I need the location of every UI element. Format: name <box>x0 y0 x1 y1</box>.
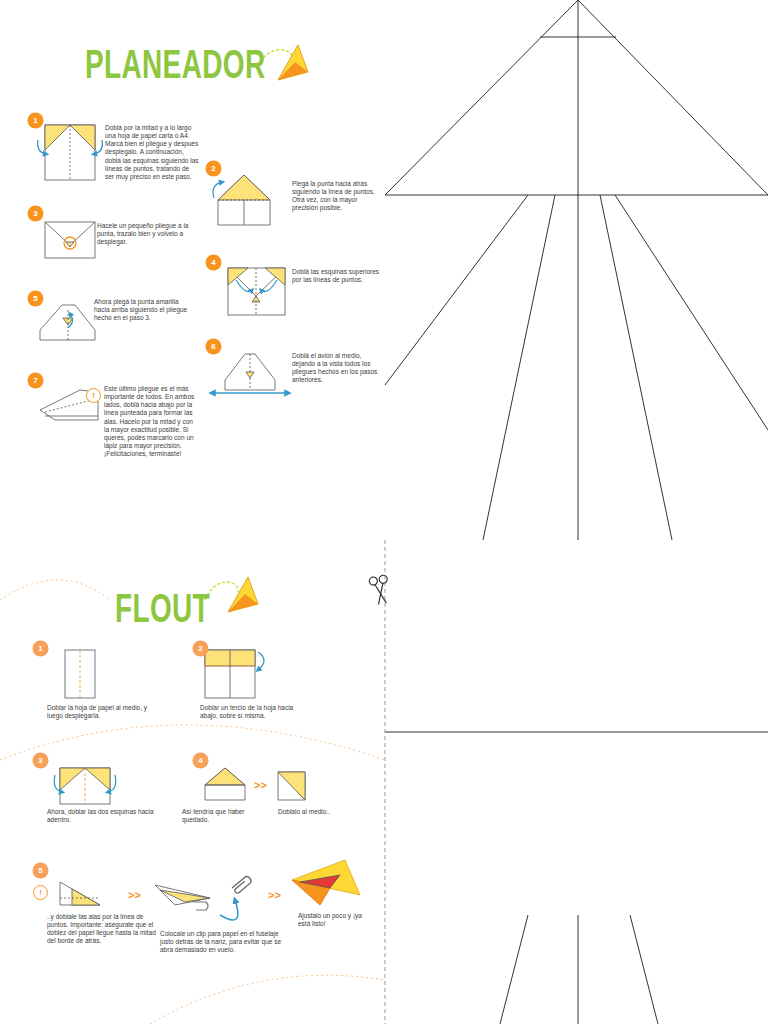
step-number-text: 7 <box>27 372 44 389</box>
step-circle-shape <box>33 753 49 769</box>
template-lines <box>385 0 768 1024</box>
step-circle-shape <box>206 161 222 177</box>
cut-line <box>385 540 386 1024</box>
step-number: 3 <box>32 752 49 769</box>
step-number: 2 <box>205 160 222 177</box>
step-number: 4 <box>192 752 209 769</box>
step-number-text: 5 <box>27 290 44 307</box>
step-number-text: 4 <box>205 254 222 271</box>
warning-mark: ! <box>33 885 48 900</box>
step-number-text: 2 <box>192 640 209 657</box>
instruction-text: Doblá las esquinas superiores por las lí… <box>292 268 384 284</box>
step-number: 5 <box>32 862 49 879</box>
step-circle-shape <box>206 339 222 355</box>
step-number: 3 <box>27 205 44 222</box>
arrow-mark: >> <box>128 890 141 901</box>
instruction-text: Doblalo al medio.. <box>278 808 358 816</box>
instruction-text: Ahora plegá la punta amarilla hacia arri… <box>94 298 189 322</box>
step-number: 2 <box>192 640 209 657</box>
instruction-text: Hacele un pequeño pliegue a la punta, tr… <box>97 222 192 246</box>
instruction-text: Ahora, doblar las dos esquinas hacia ade… <box>47 808 157 824</box>
instruction-text: Doblá el avión al medio, dejando a la vi… <box>292 352 382 385</box>
step-number: 1 <box>27 112 44 129</box>
step-circle-shape <box>206 255 222 271</box>
instruction-text: Doblar la hoja de papel al medio, y lueg… <box>47 704 157 720</box>
arrow-mark: >> <box>254 780 267 791</box>
step-circle-shape <box>33 863 49 879</box>
step-number: 5 <box>27 290 44 307</box>
instruction-text: Doblá por la mitad y a lo largo una hoja… <box>105 124 200 181</box>
plane-icon <box>205 45 308 612</box>
step-number-text: 1 <box>32 640 49 657</box>
step-circle-shape <box>193 753 209 769</box>
step-number-text: 6 <box>205 338 222 355</box>
step-number: 4 <box>205 254 222 271</box>
step-number-text: 1 <box>27 112 44 129</box>
step-number: 7 <box>27 372 44 389</box>
instruction-text: ..y doblale las alas por la línea de pun… <box>47 913 157 946</box>
step-diagrams <box>38 125 288 420</box>
step-number: 6 <box>205 338 222 355</box>
step-number-text: 3 <box>32 752 49 769</box>
step-number: 1 <box>32 640 49 657</box>
instruction-text: Colocale un clip para papel en el fusela… <box>160 930 290 954</box>
step-number-text: 2 <box>205 160 222 177</box>
step-number-text: 5 <box>32 862 49 879</box>
step-circle-shape <box>193 641 209 657</box>
step-circle-shape <box>28 113 44 129</box>
instruction-text: Plegá la punta hacia atrás siguiendo la … <box>292 180 384 213</box>
step-number-text: 3 <box>27 205 44 222</box>
section-title: FLOUT <box>115 588 210 628</box>
instruction-text: Ajustalo un poco y ¡ya está listo! <box>298 912 368 928</box>
instruction-text: Este último pliegue es el más importante… <box>104 385 199 458</box>
arrow-mark: >> <box>268 890 281 901</box>
instruction-text: Doblar un tercio de la hoja hacia abajo,… <box>200 704 310 720</box>
step-circle-shape <box>28 373 44 389</box>
step-diagrams <box>54 650 360 920</box>
page-title: PLANEADOR <box>85 44 265 84</box>
scissors-icon <box>369 575 392 606</box>
warning-mark: ! <box>86 388 101 403</box>
step-circle-shape <box>28 206 44 222</box>
step-number-text: 4 <box>192 752 209 769</box>
instruction-text: Así tendría que haber quedado. <box>182 808 272 824</box>
step-circle-shape <box>33 641 49 657</box>
decor-curve <box>0 580 385 1024</box>
step-circle-shape <box>28 291 44 307</box>
